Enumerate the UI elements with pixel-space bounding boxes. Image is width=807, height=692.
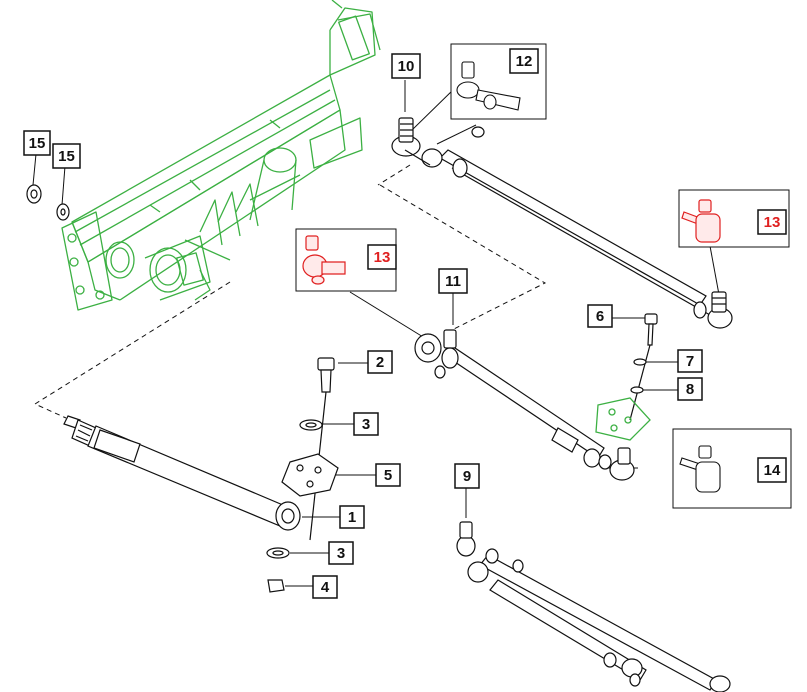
- callout-number: 14: [764, 462, 781, 479]
- callout-number: 11: [445, 273, 461, 290]
- callout-c3a: 3: [353, 412, 379, 436]
- callout-box: [438, 268, 468, 294]
- callout-box: [312, 575, 338, 599]
- callout-c15a: 15: [23, 130, 51, 156]
- callout-c7: 7: [677, 349, 703, 373]
- callout-number: 6: [596, 308, 604, 325]
- mounting-hardware: [266, 357, 339, 593]
- side-bracket: [629, 313, 658, 421]
- callout-box: [677, 349, 703, 373]
- callout-c13a: 13: [367, 244, 397, 270]
- callout-c2: 2: [367, 350, 393, 374]
- callout-number: 4: [321, 579, 330, 596]
- callout-number: 3: [337, 545, 345, 562]
- callout-box: [757, 457, 787, 483]
- callout-number: 9: [463, 468, 471, 485]
- callout-box: [587, 304, 613, 328]
- tie-rod-upper: [391, 117, 733, 329]
- callout-c13b: 13: [757, 209, 787, 235]
- callout-number: 7: [686, 353, 694, 370]
- inset-box-12: [450, 43, 547, 120]
- callout-box: [339, 505, 365, 529]
- callout-c6: 6: [587, 304, 613, 328]
- axle-frame: [61, 0, 381, 311]
- leader-lines: [32, 80, 740, 587]
- callout-c11: 11: [438, 268, 468, 294]
- callout-box: [454, 463, 480, 489]
- callout-box: [367, 244, 397, 270]
- callout-c10: 10: [391, 53, 421, 79]
- callout-c14: 14: [757, 457, 787, 483]
- callout-box: [367, 350, 393, 374]
- callout-box: [52, 143, 81, 169]
- callout-box: [677, 377, 703, 401]
- callout-number: 3: [362, 416, 370, 433]
- callout-c9: 9: [454, 463, 480, 489]
- tie-rod-middle: [414, 329, 635, 481]
- callout-number: 15: [58, 148, 75, 165]
- callout-box: [375, 463, 401, 487]
- callout-c1: 1: [339, 505, 365, 529]
- callout-c4: 4: [312, 575, 338, 599]
- callout-number: 12: [516, 53, 533, 70]
- callout-number: 10: [398, 58, 415, 75]
- callout-number: 1: [348, 509, 356, 526]
- callout-box: [391, 53, 421, 79]
- dashed-leaders: [33, 164, 547, 419]
- callout-c15b: 15: [52, 143, 81, 169]
- callout-number: 2: [376, 354, 384, 371]
- callout-c12: 12: [509, 48, 539, 74]
- callout-box: [23, 130, 51, 156]
- callout-number: 13: [374, 249, 391, 266]
- callout-box: [509, 48, 539, 74]
- callout-box: [353, 412, 379, 436]
- callout-c5: 5: [375, 463, 401, 487]
- nuts-15: [26, 184, 70, 221]
- callout-number: 5: [384, 467, 392, 484]
- shock-absorber: [63, 415, 301, 531]
- callout-c8: 8: [677, 377, 703, 401]
- side-bracket-plate: [595, 397, 651, 441]
- callout-number: 13: [764, 214, 781, 231]
- tie-rod-lower: [456, 521, 731, 692]
- callout-number: 8: [686, 381, 694, 398]
- callout-box: [328, 541, 354, 565]
- callout-c3b: 3: [328, 541, 354, 565]
- callout-box: [757, 209, 787, 235]
- callout-number: 15: [29, 135, 46, 152]
